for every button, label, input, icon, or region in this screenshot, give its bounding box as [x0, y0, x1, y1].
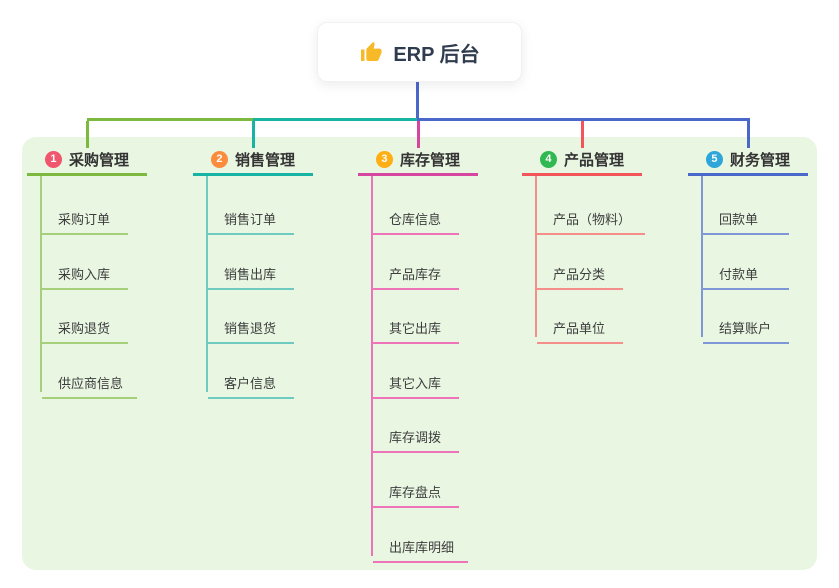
thumbs-up-icon: [359, 40, 383, 64]
mindmap-item[interactable]: 销售出库: [208, 253, 294, 290]
bus-segment-3: [417, 118, 750, 121]
branch-badge-5: 5: [705, 151, 723, 168]
branch-badge-4: 4: [539, 151, 557, 168]
mindmap-item[interactable]: 其它出库: [373, 307, 459, 345]
mindmap-item[interactable]: 库存调拨: [373, 416, 459, 454]
branches-panel: [22, 137, 817, 570]
branch-children-4: 产品（物料） 产品分类产品单位: [535, 176, 646, 345]
branch-label: 销售管理: [234, 152, 295, 169]
mindmap-item[interactable]: 采购入库: [42, 253, 128, 290]
mindmap-item[interactable]: 产品（物料）: [537, 198, 646, 235]
branch-badge-1: 1: [44, 151, 62, 168]
branch-drop-line-2: [252, 121, 255, 148]
root-stem-line: [416, 82, 419, 118]
branch-node-5[interactable]: 5 财务管理: [688, 146, 808, 176]
mindmap-item[interactable]: 回款单: [703, 198, 789, 235]
branch-children-2: 销售订单销售出库销售退货客户信息: [206, 176, 294, 399]
mindmap-item[interactable]: 产品分类: [537, 253, 623, 290]
mindmap-item[interactable]: 库存盘点: [373, 471, 459, 508]
branch-drop-line-1: [86, 121, 89, 148]
branch-children-5: 回款单付款单结算账户: [701, 176, 789, 345]
branch-children-3: 仓库信息产品库存其它出库其它入库库存调拨库存盘点出库库明细: [371, 176, 469, 563]
branch-drop-line-5: [747, 121, 750, 148]
branch-node-4[interactable]: 4 产品管理: [522, 146, 642, 176]
mindmap-item[interactable]: 结算账户: [703, 307, 789, 345]
bus-segment-1: [87, 118, 253, 121]
mindmap-item[interactable]: 采购订单: [42, 198, 128, 235]
branch-node-1[interactable]: 1 采购管理: [27, 146, 147, 176]
root-node[interactable]: ERP 后台: [317, 22, 522, 82]
branch-drop-line-4: [581, 121, 584, 148]
mindmap-item[interactable]: 产品库存: [373, 253, 459, 290]
mindmap-item[interactable]: 采购退货: [42, 307, 128, 345]
branch-label: 产品管理: [563, 152, 624, 169]
branch-badge-2: 2: [210, 151, 228, 168]
mindmap-item[interactable]: 产品单位: [537, 307, 623, 345]
branch-node-3[interactable]: 3 库存管理: [358, 146, 478, 176]
mindmap-item[interactable]: 销售退货: [208, 307, 294, 345]
branch-label: 库存管理: [399, 152, 460, 169]
mindmap-item[interactable]: 其它入库: [373, 362, 459, 399]
branch-badge-3: 3: [375, 151, 393, 168]
mindmap-item[interactable]: 客户信息: [208, 362, 294, 399]
mindmap-item[interactable]: 仓库信息: [373, 198, 459, 235]
mindmap-item[interactable]: 供应商信息: [42, 362, 138, 399]
root-title: ERP 后台: [393, 43, 480, 66]
mindmap-item[interactable]: 销售订单: [208, 198, 294, 235]
branch-label: 采购管理: [68, 152, 129, 169]
branch-node-2[interactable]: 2 销售管理: [193, 146, 313, 176]
mindmap-item[interactable]: 出库库明细: [373, 526, 469, 563]
bus-segment-2: [253, 118, 418, 121]
branch-drop-line-3: [417, 121, 420, 148]
branch-children-1: 采购订单采购入库采购退货供应商信息: [40, 176, 138, 399]
mindmap-item[interactable]: 付款单: [703, 253, 789, 290]
branch-label: 财务管理: [729, 152, 790, 169]
